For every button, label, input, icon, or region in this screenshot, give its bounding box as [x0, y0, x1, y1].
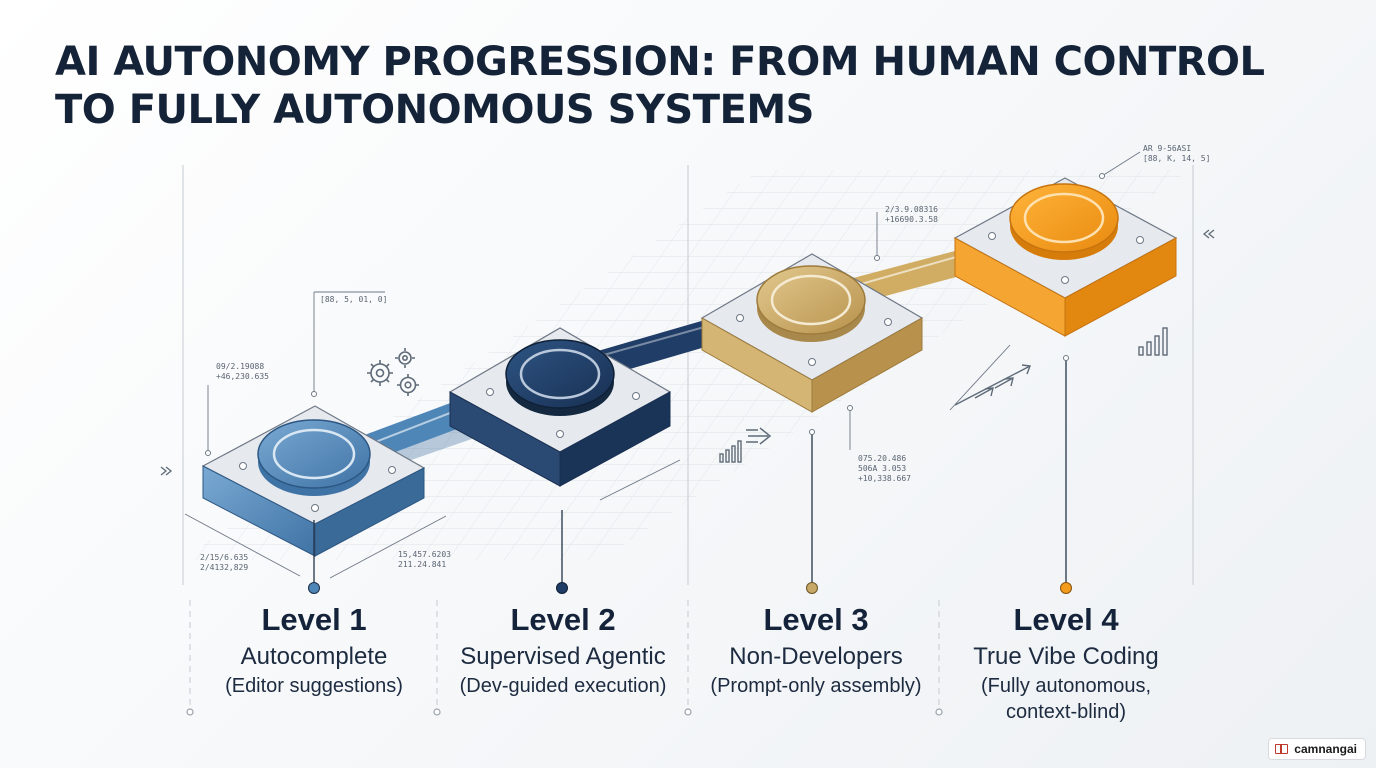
dimension-line [949, 344, 1011, 411]
dimension-line [1101, 151, 1141, 177]
annotation-dot [874, 255, 880, 261]
annotation-dot [311, 391, 317, 397]
level-3-subtitle: (Prompt-only assembly) [710, 675, 922, 697]
annotation-label: +10,338.667 [858, 474, 911, 483]
guide-dot [684, 708, 692, 716]
bolt [311, 504, 319, 512]
annotation-dot [205, 450, 211, 456]
guide-dot [935, 708, 943, 716]
annotation-label: +46,230.635 [216, 372, 269, 381]
annotation-label: 09/2.19088 [216, 362, 264, 371]
annotation-label: 2/3.9.08316 [885, 205, 938, 214]
guide-dot [186, 708, 194, 716]
level-2-subtitle: (Dev-guided execution) [459, 675, 667, 697]
level-3-marker [806, 582, 818, 594]
chevrons-left-icon [1202, 229, 1215, 239]
bolt [988, 232, 996, 240]
title-line-1: AI AUTONOMY PROGRESSION: FROM HUMAN CONT… [55, 39, 1265, 85]
level-1-title: Level 1 [261, 602, 367, 637]
level-3-block [700, 253, 924, 413]
double-arrow-icon [954, 364, 1031, 406]
annotation-label: 15,457.6203 [398, 550, 451, 559]
annotation-dot [1063, 355, 1069, 361]
annotation-dot [1099, 173, 1105, 179]
page-title: AI AUTONOMY PROGRESSION: FROM HUMAN CONT… [55, 38, 1265, 134]
bolt [239, 462, 247, 470]
level-1-marker [308, 582, 320, 594]
watermark-label: camnangai [1294, 742, 1357, 756]
bolt [388, 466, 396, 474]
level-3-title: Level 3 [763, 602, 869, 637]
annotation-label: 2/4132,829 [200, 563, 248, 572]
annotation-label: [88, K, 14, 5] [1143, 154, 1210, 163]
book-icon [1275, 744, 1289, 754]
bolt [884, 318, 892, 326]
level-2-caption: Level 2 Supervised Agentic (Dev-guided e… [443, 600, 683, 699]
level-4-caption: Level 4 True Vibe Coding (Fully autonomo… [946, 600, 1186, 725]
annotation-dot [809, 429, 815, 435]
bar-chart-icon [719, 440, 742, 463]
level-2-block [448, 327, 672, 487]
bolt [486, 388, 494, 396]
dimension-line [329, 515, 447, 579]
annotation-label: AR 9-56ASI [1143, 144, 1191, 153]
bar-chart-icon [1138, 327, 1168, 356]
level-2-marker [556, 582, 568, 594]
annotation-label: 506A 3.053 [858, 464, 906, 473]
level-1-block [201, 405, 426, 557]
watermark-badge: camnangai [1268, 738, 1366, 760]
level-4-name: True Vibe Coding [973, 643, 1159, 670]
guide-dot [433, 708, 441, 716]
level-3-name: Non-Developers [729, 643, 903, 670]
bolt [808, 358, 816, 366]
gears-icon [367, 348, 419, 396]
level-1-subtitle: (Editor suggestions) [225, 675, 403, 697]
annotation-label: 211.24.841 [398, 560, 446, 569]
dimension-line [599, 459, 681, 501]
annotation-label: 075.20.486 [858, 454, 906, 463]
dimension-line [184, 513, 301, 577]
level-4-title: Level 4 [1013, 602, 1119, 637]
arrow-right-icon [746, 427, 772, 445]
bolt [632, 392, 640, 400]
annotation-label: +16690.3.58 [885, 215, 938, 224]
level-3-caption: Level 3 Non-Developers (Prompt-only asse… [696, 600, 936, 699]
level-1-name: Autocomplete [240, 643, 388, 670]
annotation-label: [88, 5, 01, 0] [320, 295, 387, 304]
level-2-name: Supervised Agentic [460, 643, 666, 670]
bolt [736, 314, 744, 322]
bolt [556, 430, 564, 438]
chevrons-right-icon [160, 466, 173, 476]
level-4-subtitle: (Fully autonomous, context-blind) [980, 675, 1152, 723]
annotation-label: 2/15/6.635 [200, 553, 248, 562]
bolt [1136, 236, 1144, 244]
annotation-dot [847, 405, 853, 411]
guide-lines [182, 165, 1194, 710]
level-4-block [953, 177, 1178, 337]
title-line-2: TO FULLY AUTONOMOUS SYSTEMS [55, 87, 814, 133]
level-1-caption: Level 1 Autocomplete (Editor suggestions… [194, 600, 434, 699]
level-4-marker [1060, 582, 1072, 594]
bolt [1061, 276, 1069, 284]
level-2-title: Level 2 [510, 602, 616, 637]
